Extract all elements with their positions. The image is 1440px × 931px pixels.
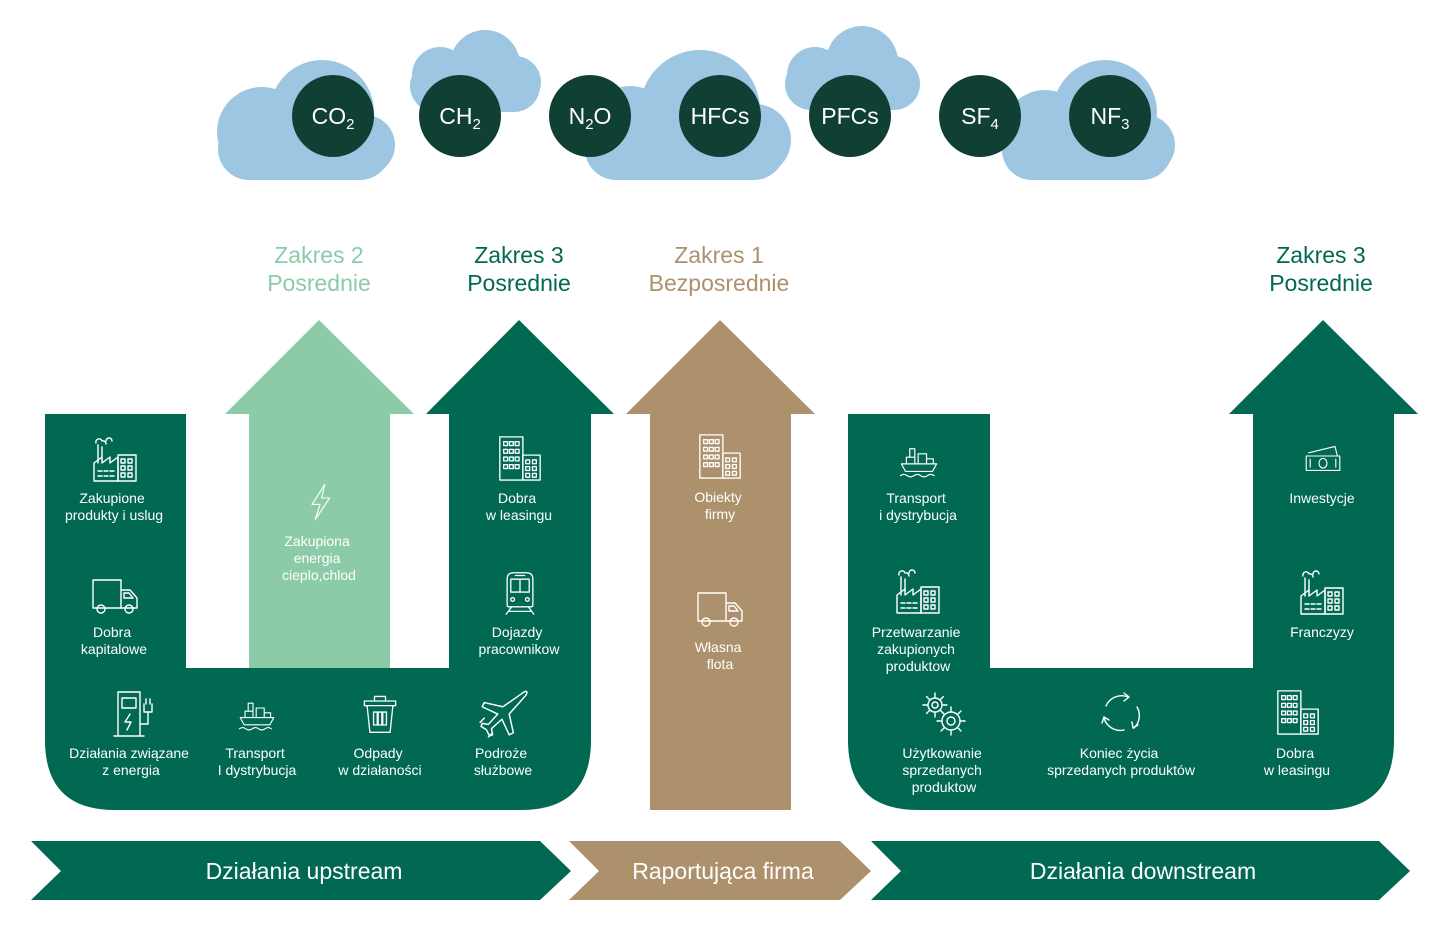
downstream-transport-label: Transport i dystrybucja [879, 490, 957, 523]
upstream-leased-assets-label: Dobra w leasingu [485, 490, 552, 523]
gas-badge: HFCs [679, 75, 761, 157]
upstream-band-label: Działania upstream [206, 858, 403, 884]
purchased-energy-label: Zakupiona energia cieplo,chlod [282, 533, 356, 583]
scope-titles: Zakres 2 Posrednie Zakres 3 Posrednie Za… [267, 242, 1373, 296]
gas-formula: CO2 [312, 103, 355, 133]
gas-formula: CH2 [439, 103, 481, 133]
own-fleet-label: Własna flota [695, 639, 746, 672]
scope3-upstream-title-line2: Posrednie [467, 270, 571, 296]
gas-formula: SF4 [961, 103, 999, 133]
scope1-arrow [626, 320, 815, 810]
upstream-u-arrow [45, 320, 614, 810]
business-travel-label: Podroże służbowe [474, 745, 533, 778]
scope2-title-line1: Zakres 2 [274, 242, 363, 268]
investments-label: Inwestycje [1289, 490, 1355, 506]
reporting-band [569, 841, 871, 900]
upstream-band [31, 841, 571, 900]
purchased-goods-label: Zakupione produkty i uslug [65, 490, 163, 523]
downstream-leased-assets-label: Dobra w leasingu [1263, 745, 1330, 778]
company-facilities-label: Obiekty firmy [694, 489, 745, 522]
gas-circle [419, 75, 501, 157]
scope3-downstream-title-line2: Posrednie [1269, 270, 1373, 296]
gas-badge: CH2 [419, 75, 501, 157]
gas-badge: CO2 [292, 75, 374, 157]
scope1-title-line2: Bezposrednie [649, 270, 790, 296]
processing-label: Przetwarzanie zakupionych produktow [872, 624, 965, 674]
gas-circle [1069, 75, 1151, 157]
gas-circle [679, 75, 761, 157]
gas-circle [809, 75, 891, 157]
scope3-downstream-title-line1: Zakres 3 [1276, 242, 1365, 268]
reporting-band-label: Raportująca firma [632, 858, 814, 884]
gas-formula: N2O [569, 103, 612, 133]
gas-circle [292, 75, 374, 157]
franchises-label: Franczyzy [1290, 624, 1354, 640]
downstream-u-arrow [848, 320, 1418, 810]
gas-circle [939, 75, 1021, 157]
gas-badge: PFCs [809, 75, 891, 157]
energy-activities-label: Działania związane z energia [69, 745, 193, 778]
downstream-band-label: Działania downstream [1030, 858, 1256, 884]
gas-formula: PFCs [821, 103, 879, 129]
scope2-arrow [225, 320, 414, 668]
scope3-upstream-title-line1: Zakres 3 [474, 242, 563, 268]
gas-circle [549, 75, 631, 157]
item-labels: Zakupione produkty i uslug Dobra kapital… [65, 489, 1355, 795]
downstream-band [871, 841, 1410, 900]
waste-label: Odpady w działaności [337, 745, 421, 778]
gas-formula: NF3 [1090, 103, 1129, 133]
gas-badge: NF3 [1069, 75, 1151, 157]
gas-badge: N2O [549, 75, 631, 157]
capital-goods-label: Dobra kapitalowe [81, 624, 147, 657]
product-use-label: Użytkowanie sprzedanych produktow [902, 745, 985, 795]
scope1-title-line1: Zakres 1 [674, 242, 763, 268]
upstream-transport-label: Transport I dystrybucja [218, 745, 297, 778]
commuting-label: Dojazdy pracownikow [479, 624, 561, 657]
greenhouse-gases: CO2 CH2 N2O HFCs PFCs SF4 NF3 [292, 75, 1151, 157]
gas-formula: HFCs [691, 103, 750, 129]
gas-badge: SF4 [939, 75, 1021, 157]
end-of-life-label: Koniec życia sprzedanych produktów [1047, 745, 1196, 778]
scope2-title-line2: Posrednie [267, 270, 371, 296]
